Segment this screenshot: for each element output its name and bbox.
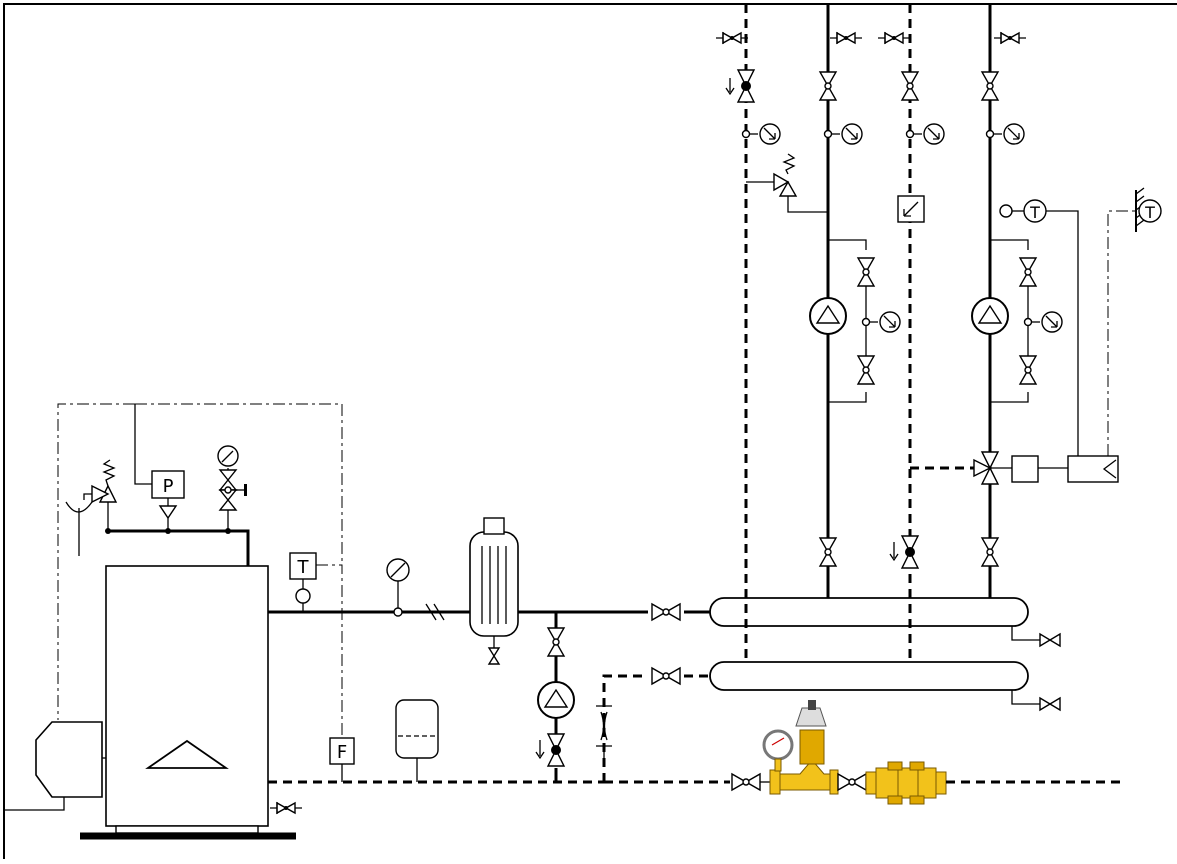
flow-switch-label: F (337, 742, 347, 763)
zone2-thermostat-label: T (1029, 203, 1040, 222)
boiler-thermostat-label: T (297, 557, 310, 578)
pressure-switch-label: P (163, 476, 174, 497)
outdoor-sensor-label: T (1144, 203, 1155, 222)
